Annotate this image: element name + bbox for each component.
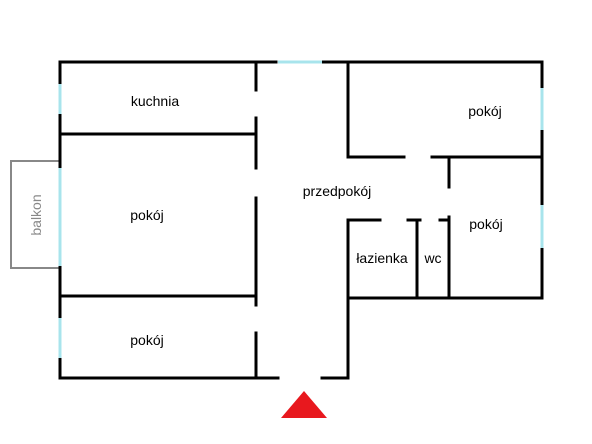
right-interior-walls bbox=[346, 60, 544, 300]
room-label-right-mid: pokój bbox=[469, 216, 502, 232]
room-label-left-bottom: pokój bbox=[130, 332, 163, 348]
bathroom-label: łazienka bbox=[356, 250, 408, 266]
balcony-outline bbox=[10, 160, 61, 269]
room-label-left-mid: pokój bbox=[130, 207, 163, 223]
room-label-right-top: pokój bbox=[468, 103, 501, 119]
windows bbox=[58, 60, 544, 358]
balcony-label: balkon bbox=[28, 194, 44, 235]
outer-walls bbox=[58, 60, 544, 380]
hallway-label: przedpokój bbox=[303, 183, 372, 199]
kitchen-label: kuchnia bbox=[131, 93, 179, 109]
left-interior-walls bbox=[58, 60, 258, 380]
wc-label: wc bbox=[423, 250, 441, 266]
entrance-marker bbox=[281, 391, 327, 418]
